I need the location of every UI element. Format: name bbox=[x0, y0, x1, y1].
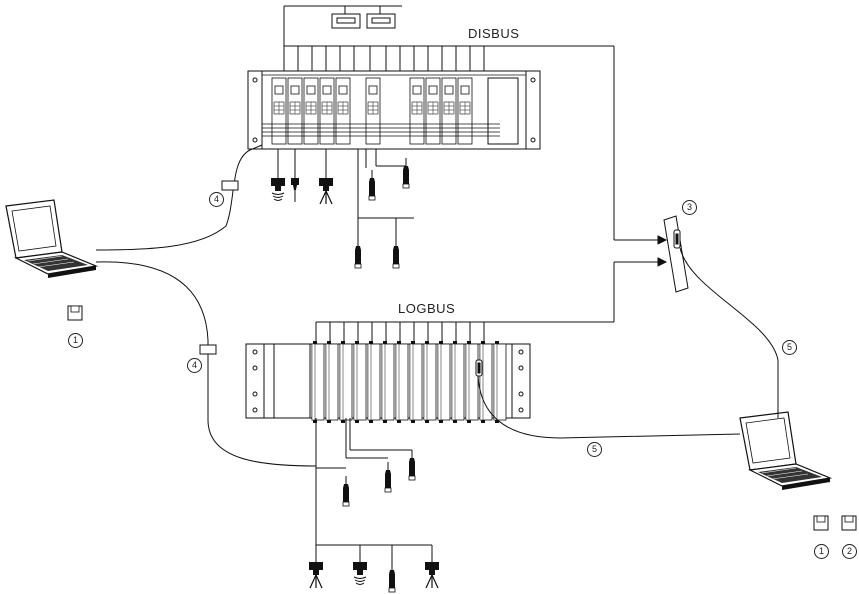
interface-module-icon bbox=[663, 215, 689, 293]
laptop-icon bbox=[5, 199, 97, 279]
adapter-icon bbox=[221, 180, 239, 191]
callout-5-right: 5 bbox=[782, 340, 797, 355]
callout-2: 2 bbox=[842, 544, 857, 559]
callout-4-top: 4 bbox=[209, 192, 224, 207]
callout-3: 3 bbox=[682, 200, 697, 215]
logbus-label: LOGBUS bbox=[398, 301, 456, 316]
callout-4-bottom: 4 bbox=[187, 358, 202, 373]
disbus-wiring bbox=[283, 5, 668, 245]
callout-1-left: 1 bbox=[68, 333, 83, 348]
disbus-label: DISBUS bbox=[468, 26, 520, 41]
disbus-rack bbox=[247, 70, 541, 150]
callout-1-right: 1 bbox=[814, 544, 829, 559]
floppy-disk-icon bbox=[813, 515, 829, 531]
logbus-rack bbox=[245, 340, 531, 424]
laptop-icon bbox=[739, 411, 831, 491]
logbus-wiring bbox=[315, 257, 668, 344]
adapter-icon bbox=[199, 344, 217, 355]
floppy-disk-icon bbox=[67, 305, 83, 321]
floppy-disk-icon bbox=[841, 515, 857, 531]
cables bbox=[95, 144, 779, 467]
callout-5-bottom: 5 bbox=[587, 442, 602, 457]
disbus-sensors bbox=[270, 149, 414, 269]
logbus-sensors bbox=[308, 418, 440, 593]
